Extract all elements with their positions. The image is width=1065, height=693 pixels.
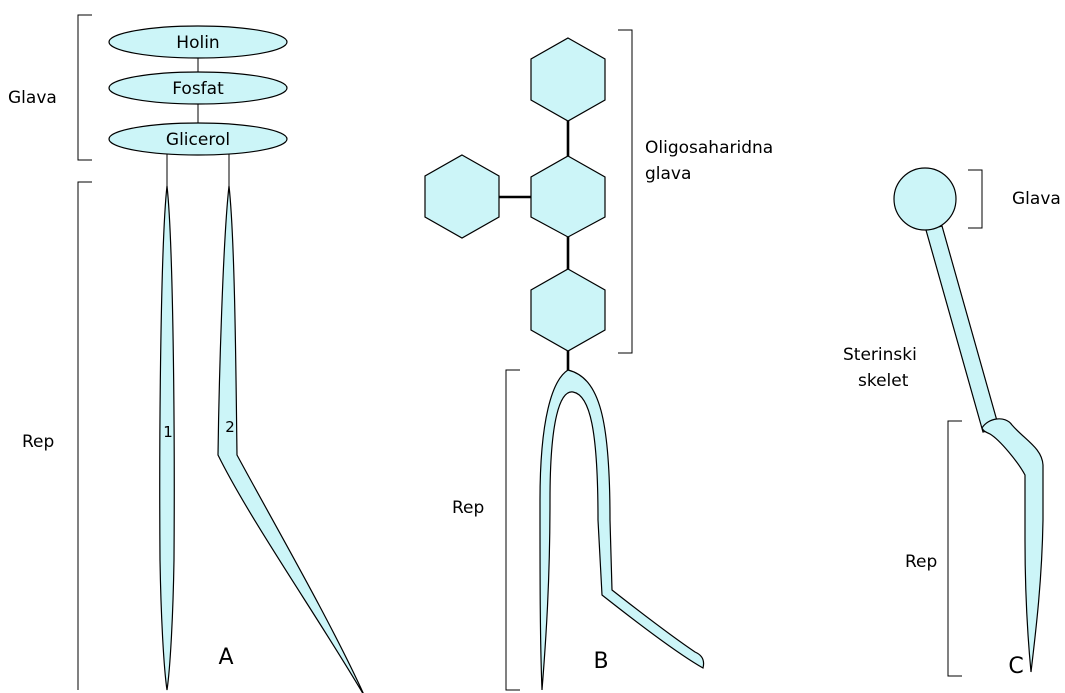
skeleton-label-line2: skelet — [858, 371, 909, 391]
sterol-tail — [982, 419, 1043, 672]
holin-label: Holin — [176, 33, 219, 53]
rep-bracket-c — [948, 421, 962, 676]
panel-c-letter: C — [1008, 654, 1023, 679]
rep-label-b: Rep — [452, 498, 484, 518]
glava-bracket-a — [78, 15, 92, 160]
rep-bracket-a — [78, 182, 92, 690]
rep-label-c: Rep — [905, 552, 937, 572]
tail-2 — [218, 186, 365, 693]
panel-a: Glava Rep Holin Fosfat Glicerol 1 2 A — [8, 15, 365, 693]
glava-label-a: Glava — [8, 88, 57, 108]
sterol-skeleton — [926, 226, 999, 432]
rep-label-a: Rep — [22, 432, 54, 452]
glava-bracket-c — [968, 170, 982, 228]
panel-a-letter: A — [218, 645, 233, 670]
sterol-head — [894, 168, 956, 230]
oligo-bracket — [618, 30, 632, 353]
panel-c: Glava Sterinski skelet Rep C — [843, 168, 1061, 679]
tail-2-number: 2 — [225, 418, 235, 436]
glava-label-c: Glava — [1012, 189, 1061, 209]
skeleton-label-line1: Sterinski — [843, 345, 917, 365]
sugar-ring-middle — [531, 156, 605, 237]
fosfat-label: Fosfat — [172, 79, 224, 99]
sugar-ring-top — [531, 38, 605, 121]
panel-b-letter: B — [593, 649, 608, 674]
panel-b: Oligosaharidna glava Rep B — [425, 30, 773, 690]
oligo-label-line1: Oligosaharidna — [645, 138, 773, 158]
rep-bracket-b — [506, 370, 520, 690]
sugar-ring-left — [425, 155, 499, 238]
oligo-label-line2: glava — [645, 164, 691, 184]
tail-1-number: 1 — [163, 423, 173, 441]
ceramide-tails — [540, 370, 704, 690]
glicerol-label: Glicerol — [166, 130, 230, 150]
sugar-ring-bottom — [531, 269, 605, 351]
